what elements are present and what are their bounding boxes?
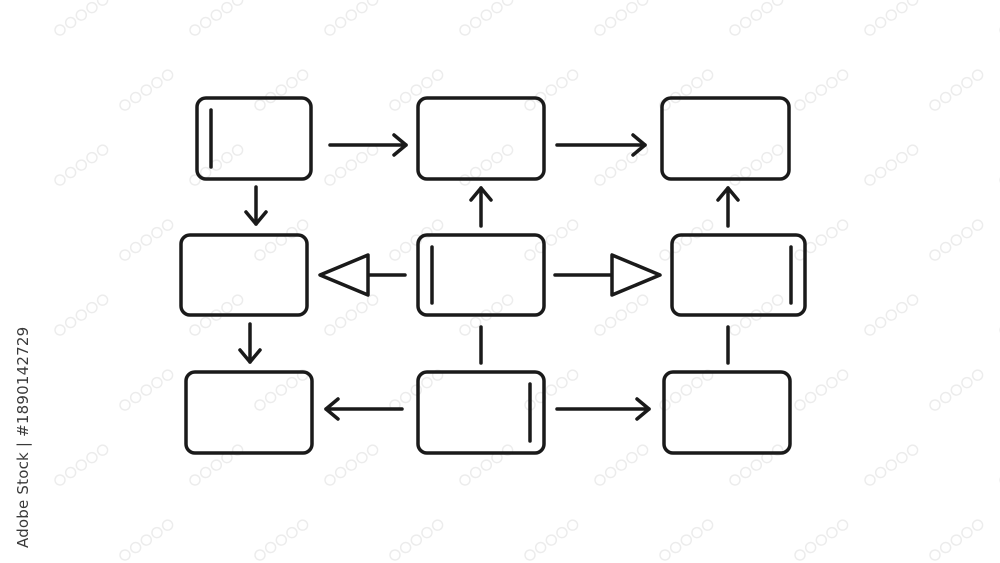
watermark-mark [459, 444, 514, 486]
watermark-mark [254, 69, 309, 111]
watermark-mark [864, 0, 919, 36]
watermark-mark [254, 519, 309, 561]
watermark-mark [794, 69, 849, 111]
watermark-mark [864, 444, 919, 486]
watermark-mark [524, 69, 579, 111]
watermark-mark [389, 519, 444, 561]
watermark-mark [189, 294, 244, 336]
box-middle-right [670, 233, 807, 317]
watermark-mark [659, 519, 714, 561]
connector-top-left-to-middle-left [244, 185, 268, 226]
box-top-left [195, 96, 313, 181]
stock-id-text: Adobe Stock | #1890142729 [14, 326, 32, 548]
watermark-mark [794, 219, 849, 261]
watermark-mark [594, 0, 649, 36]
watermark-mark [119, 219, 174, 261]
watermark-mark [119, 519, 174, 561]
watermark-mark [929, 369, 984, 411]
connector-middle-center-to-middle-right [553, 253, 662, 297]
watermark-mark [864, 294, 919, 336]
watermark-mark [189, 144, 244, 186]
watermark-mark [324, 444, 379, 486]
watermark-mark [54, 444, 109, 486]
watermark-mark [794, 519, 849, 561]
watermark-mark [324, 294, 379, 336]
connections [238, 133, 740, 421]
watermark-mark [864, 144, 919, 186]
box-bottom-center [416, 370, 546, 455]
watermark-mark [389, 69, 444, 111]
watermark-mark [189, 0, 244, 36]
box-bottom-right [662, 370, 792, 455]
watermark-mark [459, 294, 514, 336]
watermark-mark [729, 144, 784, 186]
box-middle-left [179, 233, 309, 317]
watermark-mark [729, 444, 784, 486]
watermark-mark [594, 294, 649, 336]
connector-bottom-center-to-bottom-right [555, 397, 651, 421]
watermark-mark [119, 69, 174, 111]
watermark-mark [524, 219, 579, 261]
watermark-mark [254, 369, 309, 411]
watermark-mark [659, 219, 714, 261]
watermark-mark [54, 144, 109, 186]
connector-middle-center-to-middle-left [318, 253, 407, 297]
box-bottom-left [184, 370, 314, 455]
watermark-mark [119, 369, 174, 411]
connector-bottom-center-to-bottom-left [324, 397, 404, 421]
box-top-center [416, 96, 546, 181]
connector-middle-left-to-bottom-left [238, 322, 262, 364]
watermark-mark [929, 69, 984, 111]
watermark-mark [594, 444, 649, 486]
watermark-mark [324, 144, 379, 186]
watermark-mark [54, 0, 109, 36]
watermark-mark [794, 369, 849, 411]
watermark-mark [459, 0, 514, 36]
watermark-mark [524, 519, 579, 561]
watermark-mark [324, 0, 379, 36]
watermark-mark [189, 444, 244, 486]
watermark-mark [254, 219, 309, 261]
boxes [179, 96, 807, 455]
watermark-mark [659, 69, 714, 111]
watermark-mark [729, 294, 784, 336]
watermark-pattern [54, 0, 1000, 561]
connector-middle-right-to-top-right [716, 186, 740, 228]
watermark-mark [54, 294, 109, 336]
watermark-mark [929, 219, 984, 261]
box-top-right [660, 96, 791, 181]
connector-middle-center-to-top-center [469, 186, 493, 228]
box-middle-center [416, 233, 546, 317]
connector-top-center-to-top-right [555, 133, 647, 157]
watermark-mark [459, 144, 514, 186]
connector-top-left-to-top-center [328, 133, 408, 157]
watermark-mark [729, 0, 784, 36]
watermark-mark [929, 519, 984, 561]
